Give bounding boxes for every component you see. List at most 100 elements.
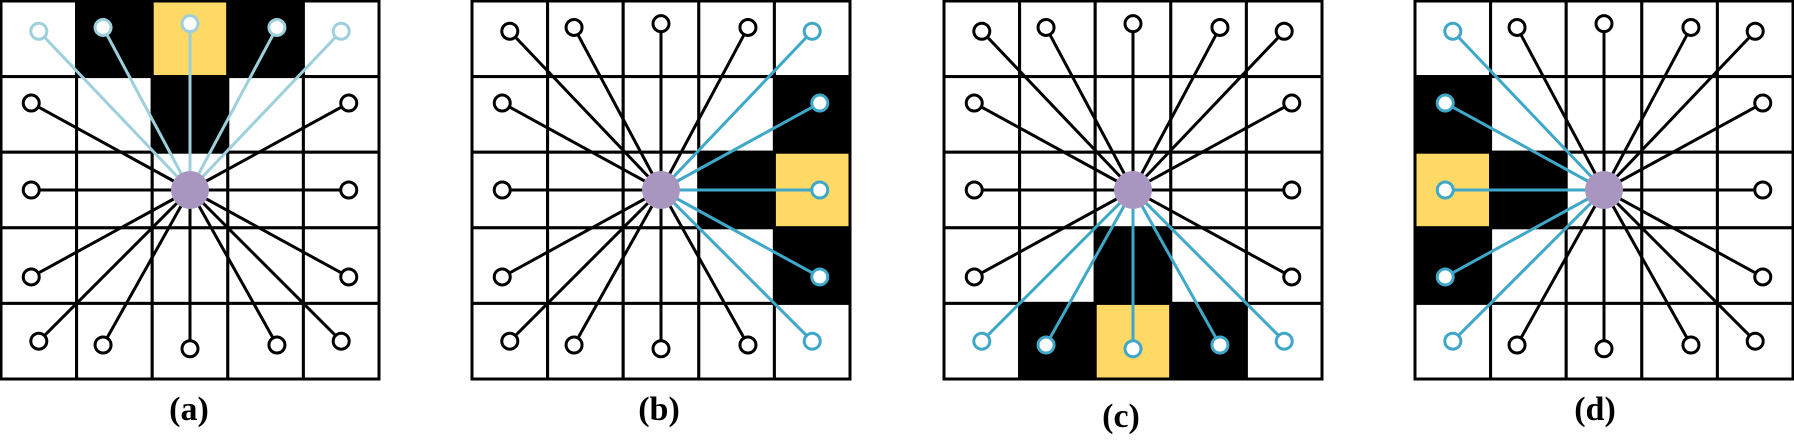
highlight-endpoint <box>1036 335 1056 355</box>
endpoint <box>1507 335 1527 355</box>
endpoint <box>564 17 584 37</box>
endpoint <box>492 267 512 287</box>
spoke <box>973 101 1134 192</box>
highlight-endpoint <box>1443 331 1463 351</box>
endpoint <box>972 21 992 41</box>
highlight-endpoint <box>331 21 351 41</box>
endpoint <box>1507 17 1527 37</box>
caption-b: (b) <box>638 391 680 428</box>
spoke <box>1603 188 1764 279</box>
spoke <box>1602 26 1693 191</box>
center-node <box>1585 171 1623 209</box>
spoke <box>1044 26 1135 191</box>
caption-c: (c) <box>1102 398 1140 435</box>
grid-cell <box>226 75 305 154</box>
highlight-endpoint <box>267 17 287 37</box>
highlight-spoke <box>659 30 814 192</box>
spoke <box>30 188 191 279</box>
black-cell <box>772 75 852 154</box>
spoke <box>980 30 1135 192</box>
endpoint <box>180 339 200 359</box>
black-cell <box>772 226 852 305</box>
spoke <box>101 189 192 346</box>
highlight-spoke <box>1451 188 1606 343</box>
endpoint <box>21 93 41 113</box>
highlight-endpoint <box>29 21 49 41</box>
grid-cell <box>1018 75 1097 154</box>
black-cell <box>1169 301 1248 381</box>
endpoint <box>492 180 512 200</box>
grid-cell <box>1489 301 1568 381</box>
center-node <box>1114 171 1152 209</box>
grid-cell <box>697 75 776 154</box>
spoke <box>659 189 750 346</box>
endpoint <box>651 14 671 34</box>
highlight-spoke <box>660 101 821 192</box>
panel-down <box>942 0 1324 381</box>
grid-cell <box>546 0 625 79</box>
spoke <box>1515 189 1606 346</box>
spoke <box>1132 188 1293 279</box>
highlight-spoke <box>1044 189 1135 346</box>
endpoint <box>1753 180 1773 200</box>
endpoint <box>1210 17 1230 37</box>
grid-cell <box>546 75 625 154</box>
spoke <box>189 188 350 279</box>
endpoint <box>1036 17 1056 37</box>
grid-cell <box>1640 301 1719 381</box>
grid-cell <box>75 301 154 381</box>
spoke <box>188 188 343 343</box>
grid-cell <box>1640 0 1719 79</box>
endpoint <box>964 267 984 287</box>
endpoint <box>267 335 287 355</box>
highlight-spoke <box>1451 30 1606 192</box>
spoke <box>1602 188 1757 343</box>
endpoint <box>339 180 359 200</box>
highlight-spoke <box>1131 189 1222 346</box>
endpoint <box>1745 331 1765 351</box>
highlight-endpoint <box>810 180 830 200</box>
spoke <box>501 101 662 192</box>
highlight-endpoint <box>1274 331 1294 351</box>
endpoint <box>29 331 49 351</box>
grid-cell <box>1018 0 1097 79</box>
endpoint <box>1594 339 1614 359</box>
highlight-endpoint <box>1210 335 1230 355</box>
grid-cell <box>1640 75 1719 154</box>
endpoint <box>492 93 512 113</box>
spoke <box>1515 26 1606 191</box>
highlight-spoke <box>188 26 279 191</box>
highlight-endpoint <box>93 17 113 37</box>
spoke <box>572 189 663 346</box>
endpoint <box>500 21 520 41</box>
highlight-endpoint <box>1435 267 1455 287</box>
endpoint <box>1681 335 1701 355</box>
black-cell <box>1413 75 1493 154</box>
grid-cell <box>942 75 1022 154</box>
highlight-spoke <box>1444 188 1605 279</box>
endpoint <box>964 180 984 200</box>
panel-right <box>470 0 852 381</box>
grid-cell <box>226 301 305 381</box>
highlight-endpoint <box>1123 339 1143 359</box>
black-cell <box>1018 301 1097 381</box>
grid-cell <box>75 75 154 154</box>
highlight-spoke <box>101 26 192 191</box>
endpoint <box>738 17 758 37</box>
caption-d: (d) <box>1574 391 1616 428</box>
panel-left <box>1413 0 1794 381</box>
grid-cell <box>470 226 550 305</box>
spoke <box>189 101 350 192</box>
highlight-endpoint <box>802 331 822 351</box>
endpoint <box>1745 21 1765 41</box>
grid-cell <box>697 0 776 79</box>
spoke <box>659 26 750 191</box>
spoke <box>188 189 279 346</box>
center-node <box>642 171 680 209</box>
endpoint <box>1753 267 1773 287</box>
endpoint <box>21 267 41 287</box>
spoke <box>37 188 192 343</box>
panel-up <box>0 0 381 381</box>
black-cell <box>1413 226 1493 305</box>
